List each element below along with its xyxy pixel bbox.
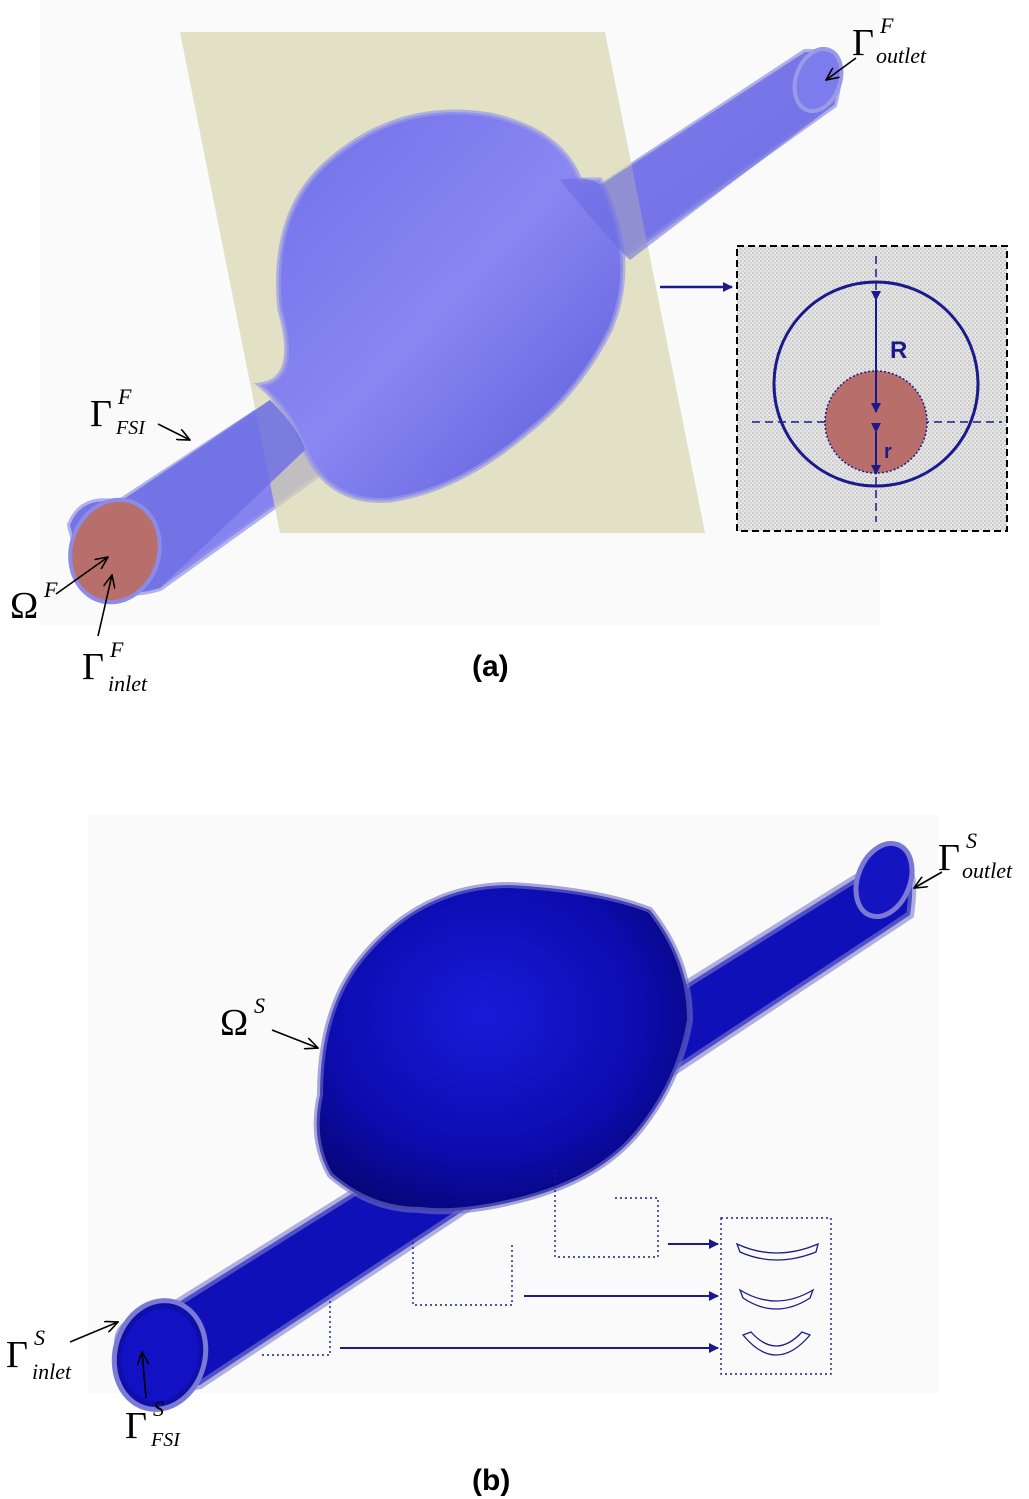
svg-text:Γ: Γ [90, 393, 112, 435]
svg-text:S: S [153, 1396, 164, 1421]
svg-text:outlet: outlet [876, 43, 927, 68]
panel-a-caption: (a) [472, 650, 509, 683]
label-omega-f: Ω F [10, 557, 108, 627]
outer-radius-circle [772, 280, 980, 488]
label-gamma-inlet-s: Γ S inlet [6, 1322, 118, 1384]
solid-aneurysm [313, 881, 694, 1215]
svg-text:Γ: Γ [938, 837, 960, 879]
svg-text:S: S [966, 828, 977, 853]
panel-a: R r Ω F Γ F inlet Γ F FSI Γ F outlet (a) [10, 0, 1008, 696]
svg-text:Γ: Γ [125, 1405, 147, 1447]
svg-text:S: S [254, 993, 265, 1018]
svg-text:F: F [43, 577, 58, 602]
wall-arc-sections [735, 1242, 819, 1356]
svg-text:Γ: Γ [852, 22, 874, 64]
svg-text:inlet: inlet [32, 1359, 72, 1384]
label-gamma-outlet-s: Γ S outlet [914, 828, 1013, 888]
label-gamma-outlet-f: Γ F outlet [826, 13, 927, 80]
svg-text:inlet: inlet [108, 671, 148, 696]
svg-text:outlet: outlet [962, 858, 1013, 883]
cross-section-inset: R r [736, 245, 1008, 532]
solid-outlet-cap [853, 840, 915, 920]
inner-fluid-circle [824, 370, 928, 474]
panel-b: Ω S Γ S inlet Γ S FSI Γ S outlet (b) [6, 815, 1013, 1497]
label-gamma-fsi-f: Γ F FSI [90, 384, 190, 440]
svg-text:Γ: Γ [82, 646, 104, 688]
label-gamma-inlet-f: Γ F inlet [82, 575, 148, 696]
svg-text:F: F [879, 13, 894, 38]
svg-text:F: F [117, 384, 132, 409]
r-label: r [884, 441, 892, 463]
panel-b-caption: (b) [472, 1464, 510, 1497]
svg-text:Γ: Γ [6, 1334, 28, 1376]
svg-text:Ω: Ω [10, 585, 38, 627]
outlet-cap [792, 47, 844, 113]
svg-text:S: S [34, 1325, 45, 1350]
wall-section-callouts [262, 1165, 832, 1375]
label-omega-s: Ω S [220, 993, 318, 1048]
solid-inlet-lumen [121, 1308, 199, 1402]
R-label: R [890, 337, 907, 364]
label-gamma-fsi-s: Γ S FSI [125, 1352, 181, 1451]
svg-text:F: F [109, 637, 124, 662]
inlet-cross-section [68, 497, 162, 605]
callout-arrows [340, 1239, 719, 1353]
svg-text:FSI: FSI [150, 1429, 181, 1451]
fluid-tube-overlay [560, 51, 839, 260]
svg-text:FSI: FSI [115, 417, 146, 439]
svg-text:Ω: Ω [220, 1002, 248, 1044]
